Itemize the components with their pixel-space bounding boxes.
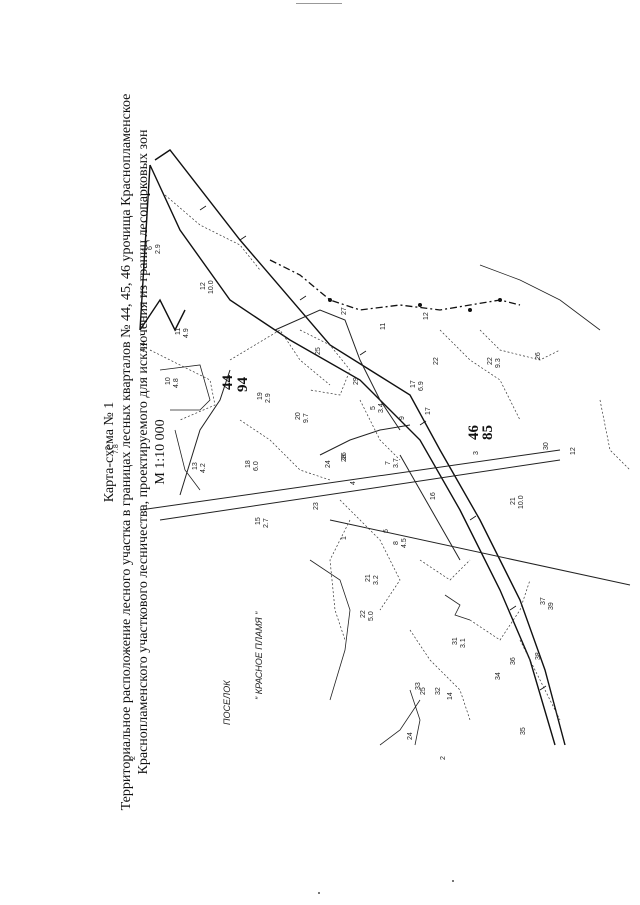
section-number: 38 — [535, 652, 542, 660]
plot-area: 7.8 — [113, 444, 120, 454]
section-number: 30 — [543, 442, 550, 450]
plot-number: 8 — [105, 446, 112, 450]
plot-area: 3.2 — [373, 575, 380, 585]
section-number: 39 — [548, 602, 555, 610]
section-numbers: 4.4 25 24 26 4 1 6 9 17 16 23 29 28 27 1… — [130, 307, 577, 760]
plot-number: 19 — [257, 392, 264, 400]
plot-area: 6.9 — [418, 381, 425, 391]
section-number: 2 — [440, 756, 447, 760]
plot-number: 18 — [245, 460, 252, 468]
settlement-line2: " КРАСНОЕ ПЛАМЯ " — [254, 611, 264, 700]
scan-speck — [452, 880, 454, 882]
plot-number: 17 — [410, 380, 417, 388]
plot-area: 4.5 — [401, 538, 408, 548]
plot-area: 3.4 — [378, 403, 385, 413]
plot-number: 20 — [295, 412, 302, 420]
settlement-line1: ПОСЕЛОК — [222, 680, 232, 725]
plot-number: 15 — [255, 517, 262, 525]
section-number: 25 — [315, 347, 322, 355]
section-number: 34 — [495, 672, 502, 680]
plot-area: 10.0 — [208, 280, 215, 294]
plot-area: 9.7 — [303, 413, 310, 423]
road — [139, 309, 631, 586]
section-number: 28 — [341, 454, 348, 462]
outer-boundary — [139, 149, 566, 746]
section-number: 23 — [313, 502, 320, 510]
plot-number: 5 — [370, 406, 377, 410]
section-number: 37 — [540, 597, 547, 605]
section-number: 32 — [435, 687, 442, 695]
plot-number: 11 — [175, 328, 182, 335]
section-number: 22 — [433, 357, 440, 365]
scan-speck — [318, 892, 320, 894]
tick-marks — [199, 205, 547, 691]
plot-area: 2.9 — [155, 244, 162, 254]
section-number: 12 — [570, 447, 577, 455]
section-number: 16 — [430, 492, 437, 500]
quarter-label: 85 — [480, 425, 496, 440]
plot-number: 31 — [452, 637, 459, 645]
plot-area: 3.1 — [460, 638, 467, 648]
plot-area: 4.8 — [173, 378, 180, 388]
section-number: 4 — [350, 481, 357, 485]
section-number: 2 — [130, 756, 137, 760]
section-number: 24 — [325, 460, 332, 468]
section-number: 9 — [399, 416, 406, 420]
quarter-label: 44 — [220, 375, 236, 391]
plot-area: 3.7 — [393, 458, 400, 468]
section-number: 26 — [341, 452, 348, 460]
plot-number: 10 — [165, 377, 172, 385]
plot-number: 13 — [192, 462, 199, 470]
section-number: 33 — [415, 682, 422, 690]
section-number: 29 — [353, 377, 360, 385]
plot-number: 21 — [510, 497, 517, 505]
section-number: 4.4 — [140, 342, 147, 352]
quarter-labels: 44 94 46 85 — [220, 375, 496, 441]
plot-area: 5.0 — [368, 611, 375, 621]
plot-number: 7 — [385, 461, 392, 465]
section-number: 27 — [341, 307, 348, 315]
section-number: 25 — [420, 687, 427, 695]
section-number: 11 — [380, 323, 387, 330]
section-number: 17 — [425, 407, 432, 415]
section-number: 6 — [383, 529, 390, 533]
section-number: 14 — [447, 692, 454, 700]
plot-area: 10.0 — [518, 495, 525, 509]
plot-area: 4.9 — [183, 328, 190, 338]
quarter-label: 94 — [235, 377, 251, 393]
section-number: 36 — [510, 657, 517, 665]
section-number: 35 — [520, 727, 527, 735]
section-number: 12 — [423, 312, 430, 320]
plot-labels: 6 2.9 12 10.0 11 4.9 10 4.8 19 2.9 20 9.… — [105, 244, 525, 648]
plot-area: 9.3 — [495, 358, 502, 368]
stand-contours — [149, 194, 631, 721]
plot-number: 22 — [487, 357, 494, 365]
section-number: 26 — [535, 352, 542, 360]
plot-number: 8 — [393, 541, 400, 545]
scan-speck — [296, 3, 342, 4]
plot-area: 4.2 — [200, 463, 207, 473]
plot-area: 6.0 — [253, 461, 260, 471]
plot-number: 12 — [200, 282, 207, 290]
solid-contours — [159, 264, 601, 746]
plot-area: 2.7 — [263, 518, 270, 528]
plot-area: 2.9 — [265, 393, 272, 403]
settlement-label: ПОСЕЛОК " КРАСНОЕ ПЛАМЯ " — [222, 611, 264, 725]
section-number: 1 — [341, 536, 348, 540]
section-number: 3 — [473, 451, 480, 455]
dashdot-boundary — [269, 259, 521, 311]
quarter-label: 46 — [466, 425, 482, 441]
plot-number: 6 — [147, 246, 154, 250]
plot-number: 22 — [360, 610, 367, 618]
plot-number: 21 — [365, 574, 372, 582]
section-number: 24 — [407, 732, 414, 740]
